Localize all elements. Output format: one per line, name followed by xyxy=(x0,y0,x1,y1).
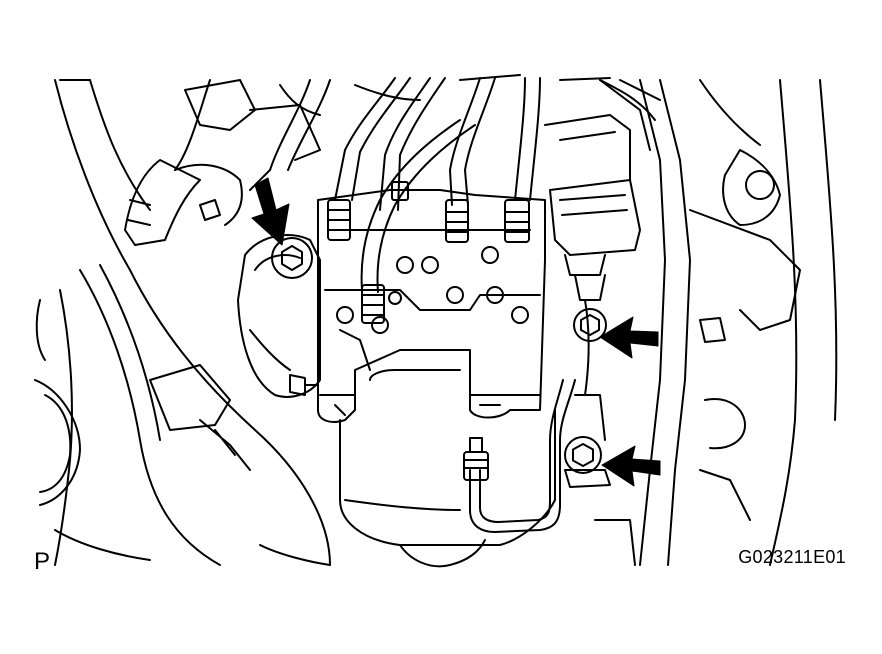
brake-lines xyxy=(334,77,541,293)
arrow-icon xyxy=(599,316,659,359)
figure-code: G023211E01 xyxy=(738,547,846,567)
arrow-icon xyxy=(601,445,661,487)
right-frame xyxy=(599,79,838,566)
bottom-parts xyxy=(259,519,636,566)
arrow-icon xyxy=(251,177,290,246)
upper-right-nut xyxy=(573,308,607,342)
top-hoses xyxy=(184,74,661,191)
connector-block xyxy=(544,114,641,396)
lower-right-nut xyxy=(564,436,602,474)
lower-brake-pipe xyxy=(463,379,576,533)
view-label: P xyxy=(34,548,51,575)
mounting-bracket-left xyxy=(237,234,321,398)
bracket-bolt xyxy=(271,237,313,279)
bracket-clip xyxy=(564,394,611,488)
motor-housing xyxy=(289,369,556,568)
actuator-body xyxy=(317,189,546,423)
left-frame xyxy=(34,79,331,566)
